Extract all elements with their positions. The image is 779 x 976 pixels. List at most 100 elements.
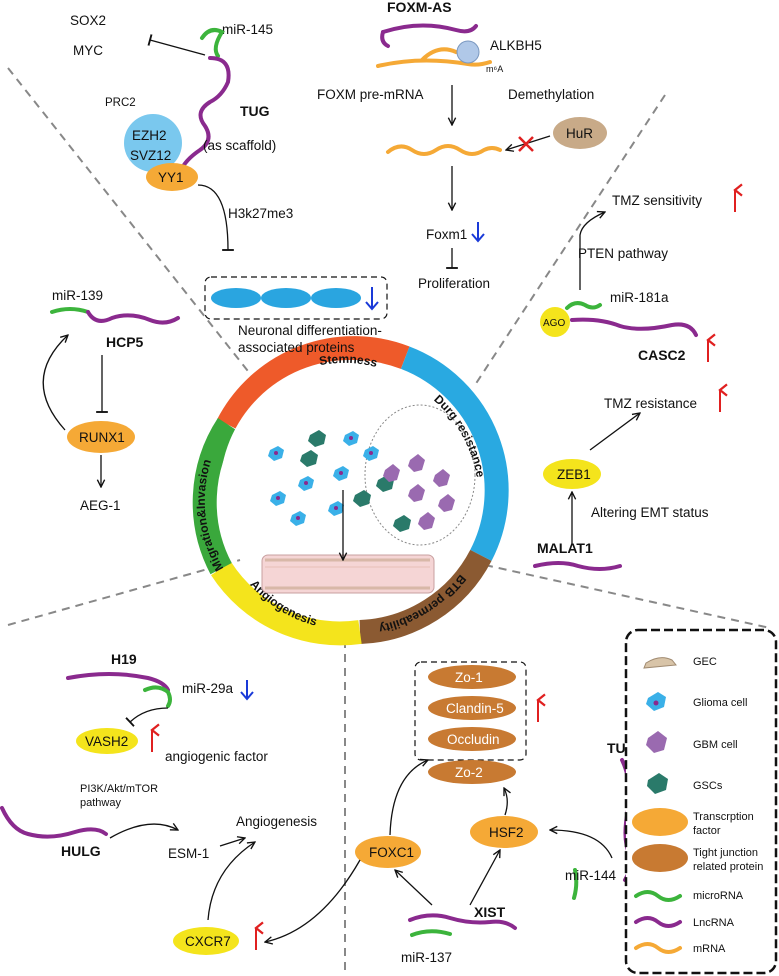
casc2-lncrna (570, 317, 698, 337)
runx1-label: RUNX1 (79, 430, 125, 445)
foxm-as-label: FOXM-AS (387, 0, 452, 15)
zo2-label: Zo-2 (455, 765, 483, 780)
legend-microrna: microRNA (693, 890, 744, 902)
demethylation-label: Demethylation (508, 87, 594, 102)
gbm-cell-icons (383, 454, 455, 530)
stemness-section: SOX2 MYC miR-145 PRC2 EZH2 SVZ12 TUG (as… (70, 13, 388, 355)
hulg-lncrna (0, 806, 108, 839)
microrna-swatch (634, 890, 682, 902)
casc2-label: CASC2 (638, 347, 686, 363)
svz12-label: SVZ12 (130, 148, 171, 163)
proliferation-label: Proliferation (418, 276, 490, 291)
aeg1-label: AEG-1 (80, 498, 121, 513)
migration-section: miR-139 HCP5 RUNX1 AEG-1 (42, 288, 180, 513)
neuronal-label-line2: associated proteins (238, 340, 355, 355)
prc2-label: PRC2 (105, 97, 136, 109)
hsf2-node (470, 816, 538, 848)
zeb1-node (543, 459, 601, 489)
tf-swatch (632, 808, 688, 836)
emt-label: Altering EMT status (591, 505, 709, 520)
clandin5-label: Clandin-5 (446, 701, 504, 716)
angiogenesis-section: H19 miR-29a VASH2 angiogenic factor PI3K… (0, 651, 317, 955)
tug-lncrna (178, 56, 231, 174)
legend-glioma: Glioma cell (693, 697, 747, 709)
hur-label: HuR (566, 126, 593, 141)
tmz-resistance-label: TMZ resistance (604, 396, 697, 411)
esm1-label: ESM-1 (168, 846, 209, 861)
legend-tf-line1: Transcrption (693, 811, 754, 823)
ezh2-label: EZH2 (132, 128, 167, 143)
section-dividers (7, 67, 771, 976)
mir144-label: miR-144 (565, 868, 617, 883)
hcp5-label: HCP5 (106, 334, 144, 350)
hsf2-label: HSF2 (489, 825, 524, 840)
mir181a-label: miR-181a (610, 290, 669, 305)
legend-gscs: GSCs (693, 780, 723, 792)
segment-label-stemness: Stemness (318, 352, 379, 370)
legend-gbm: GBM cell (693, 739, 738, 751)
gbm-cell-icon (646, 731, 667, 753)
tj-swatch (632, 844, 688, 872)
ago-label: AGO (543, 318, 565, 329)
yy1-label: YY1 (158, 170, 184, 185)
mrna-swatch (634, 942, 682, 954)
m6a-label: m⁶A (486, 64, 503, 74)
mir139-label: miR-139 (52, 288, 103, 303)
myc-label: MYC (73, 43, 103, 58)
legend: GEC Glioma cell GBM cell GSCs Transcrpti… (624, 628, 778, 975)
legend-tj-line1: Tight junction (693, 847, 758, 859)
legend-lncrna: LncRNA (693, 917, 735, 929)
mir145-label: miR-145 (222, 22, 273, 37)
prc2-complex-icon (124, 114, 182, 172)
foxc1-label: FOXC1 (369, 845, 414, 860)
btb-section: Zo-1 Clandin-5 Occludin Zo-2 TUG1 miR-14… (265, 661, 645, 965)
blood-vessel-icon (261, 554, 435, 594)
zeb1-label: ZEB1 (557, 467, 591, 482)
neuronal-protein-box (204, 276, 388, 320)
angiogenic-factor-label: angiogenic factor (165, 749, 268, 764)
legend-tj-line2: related protein (693, 861, 763, 873)
cxcr7-node (173, 927, 239, 955)
malat1-label: MALAT1 (537, 540, 593, 556)
gec-icon (643, 657, 677, 669)
h19-lncrna (66, 672, 170, 692)
sox2-label: SOX2 (70, 13, 106, 28)
runx1-node (67, 421, 135, 453)
alkbh5-label: ALKBH5 (490, 38, 542, 53)
hulg-label: HULG (61, 843, 101, 859)
legend-tf-line2: factor (693, 825, 721, 837)
drug-resistance-section: TMZ sensitivity PTEN pathway AGO miR-181… (533, 190, 735, 571)
tight-junction-box (414, 661, 527, 761)
hcp5-lncrna (86, 310, 180, 325)
pi3k-pathway-label-line2: pathway (80, 797, 121, 809)
mir29a-label: miR-29a (182, 681, 234, 696)
foxm-premrna-label: FOXM pre-mRNA (317, 87, 424, 102)
neuronal-label-line1: Neuronal differentiation- (238, 323, 382, 338)
lncrna-swatch (634, 916, 682, 928)
center-cells-illustration (261, 404, 476, 594)
mir145-strand (200, 28, 225, 58)
legend-gec: GEC (693, 656, 717, 668)
tug-label: TUG (240, 103, 270, 119)
yy1-node (146, 163, 198, 191)
vash2-label: VASH2 (85, 734, 128, 749)
zo1-label: Zo-1 (455, 670, 483, 685)
gsc-icon (647, 773, 668, 794)
cxcr7-label: CXCR7 (185, 934, 231, 949)
foxm-premrna (376, 58, 492, 68)
pi3k-pathway-label-line1: PI3K/Akt/mTOR (80, 783, 158, 795)
hur-node (553, 117, 607, 149)
vash2-node (76, 728, 138, 754)
h3k27me3-label: H3k27me3 (228, 206, 293, 221)
foxm1-label: Foxm1 (426, 227, 467, 242)
tmz-sensitivity-label: TMZ sensitivity (612, 193, 702, 208)
foxc1-node (355, 836, 421, 868)
h19-label: H19 (111, 651, 137, 667)
alkbh5-icon (456, 40, 480, 64)
scaffold-label: (as scaffold) (203, 138, 276, 153)
down-arrow-icon (365, 287, 379, 311)
occludin-label: Occludin (447, 732, 500, 747)
ago-node (540, 307, 570, 337)
mir137-label: miR-137 (401, 950, 452, 965)
